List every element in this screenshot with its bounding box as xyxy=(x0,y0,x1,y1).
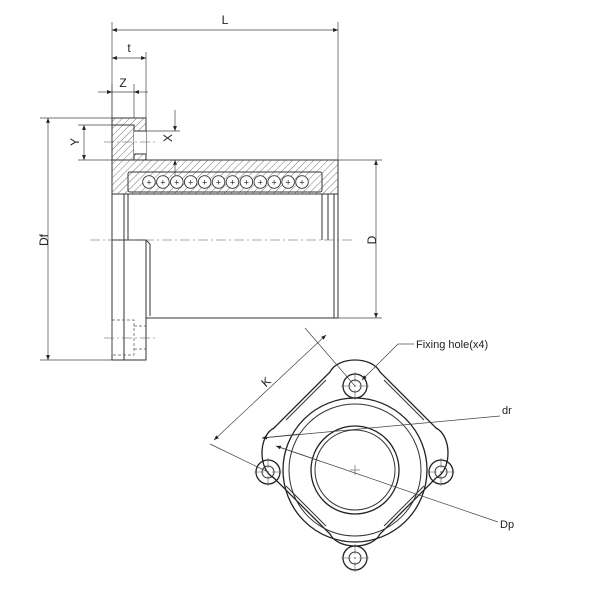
bearing-ball xyxy=(267,175,281,189)
bearing-ball xyxy=(197,175,212,189)
bearing-ball xyxy=(211,175,226,189)
dp-label: Dp xyxy=(500,519,514,531)
bearing-ball xyxy=(170,175,184,189)
bearing-ball-mark: + xyxy=(146,178,151,188)
fixing-hole-label: Fixing hole(x4) xyxy=(416,339,488,351)
bearing-ball xyxy=(281,175,295,189)
dim-label-Z: Z xyxy=(119,76,126,90)
dr-label: dr xyxy=(502,405,512,417)
bearing-ball-mark: + xyxy=(230,178,235,188)
dim-label-Y: Y xyxy=(68,138,82,146)
bearing-ball-mark: + xyxy=(285,178,290,188)
side-view: L t Z Y X Df xyxy=(37,13,382,361)
bearing-ball-mark: + xyxy=(202,178,207,188)
bore-circle xyxy=(310,425,400,515)
bearing-ball xyxy=(295,175,309,189)
front-view: K Fixing hole(x4) dr Dp xyxy=(209,327,514,572)
dim-label-K: K xyxy=(258,374,273,390)
dim-label-L: L xyxy=(222,13,229,27)
bearing-ball-mark: + xyxy=(160,178,165,188)
bearing-ball xyxy=(239,175,254,189)
dim-label-D: D xyxy=(365,235,379,244)
bearing-ball xyxy=(253,175,268,189)
bearing-ball xyxy=(142,175,156,189)
bearing-ball-mark: + xyxy=(272,178,277,188)
fixing-hole-bottom xyxy=(341,544,369,572)
fixing-hole-right xyxy=(427,458,455,486)
flange-outline xyxy=(261,359,449,547)
bearing-ball-mark: + xyxy=(188,178,193,188)
bearing-ball-mark: + xyxy=(299,178,304,188)
bearing-ball-mark: + xyxy=(216,178,221,188)
bearing-ball-mark: + xyxy=(244,178,249,188)
bearing-ball xyxy=(183,175,198,189)
dim-label-t: t xyxy=(127,41,131,55)
bearing-ball xyxy=(156,175,170,189)
bearing-ball-mark: + xyxy=(174,178,179,188)
bearing-ball-mark: + xyxy=(258,178,263,188)
bearing-ball xyxy=(225,175,240,189)
flange-front xyxy=(111,239,147,361)
dim-label-X: X xyxy=(161,134,175,142)
bearing-balls: + + + + + + + + + + + + xyxy=(142,175,309,189)
ball-track xyxy=(127,171,323,193)
fixing-hole-left xyxy=(254,458,282,486)
dim-label-Df: Df xyxy=(37,233,51,246)
fixing-hole-top xyxy=(341,372,369,400)
